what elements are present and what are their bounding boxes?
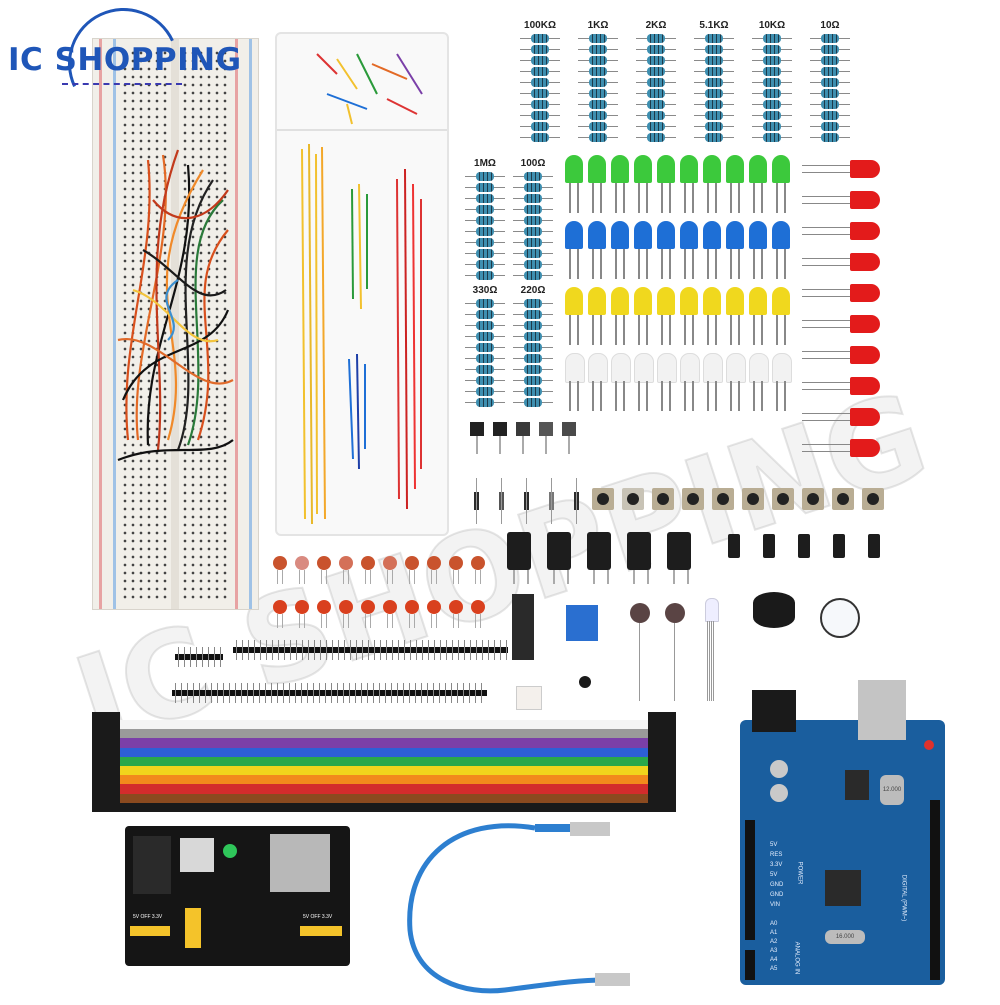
logo-underline — [62, 83, 182, 85]
photoresistor — [630, 603, 650, 623]
resistor-row-top: 100KΩ 1KΩ 2KΩ 5.1KΩ 10KΩ 10Ω — [520, 20, 850, 144]
transistor-row — [470, 422, 576, 454]
active-buzzer — [753, 592, 795, 628]
usb-b-port — [858, 680, 906, 740]
breadboard-power-module: 5V OFF 3.3V 5V OFF 3.3V — [125, 826, 350, 966]
power-rail-blue-right — [249, 39, 252, 609]
resistor-group: 100KΩ — [520, 20, 560, 144]
resistor-group: 5.1KΩ — [694, 20, 734, 144]
pin-header-short — [175, 647, 223, 667]
resistor-value-label: 1MΩ — [474, 158, 496, 169]
led-row-blue — [565, 221, 790, 281]
optocoupler — [516, 686, 542, 710]
resistor-value-label: 5.1KΩ — [699, 20, 729, 31]
rgb-led-leads — [707, 621, 715, 701]
jumper-label-right: 5V OFF 3.3V — [303, 914, 333, 920]
photoresistor — [665, 603, 685, 623]
analog-header — [745, 950, 755, 980]
crystal-12mhz: 12.000 — [880, 775, 904, 805]
voltage-jumper-left — [130, 926, 170, 936]
usb-cable — [395, 820, 635, 1000]
capacitor — [770, 784, 788, 802]
hole-grid-left — [121, 49, 169, 599]
led-row-yellow — [565, 287, 790, 347]
voltage-jumper-right — [300, 926, 342, 936]
dupont-ribbon-cable — [120, 720, 650, 813]
resistor-value-label: 10KΩ — [758, 20, 786, 31]
brand-logo: IC SHOPPING — [8, 42, 242, 78]
power-header — [745, 820, 755, 940]
digital-section-label: DIGITAL (PWM~) — [900, 874, 907, 922]
ribbon-connector-right — [648, 712, 676, 812]
led-row-green — [565, 155, 790, 215]
usb-a-port — [270, 834, 330, 892]
resistor-block-lower: 330Ω 220Ω — [465, 285, 553, 409]
pin-header-long-1 — [233, 640, 508, 660]
center-channel — [171, 39, 179, 609]
resistor-value-label: 100KΩ — [524, 20, 556, 31]
capacitor — [770, 760, 788, 778]
potentiometer — [566, 605, 598, 641]
power-section-label: POWER — [796, 861, 803, 885]
wire-box-top-compartment — [277, 34, 447, 131]
jumper-wire-bundle — [108, 140, 238, 470]
electrolytic-capacitor-row-large — [507, 532, 691, 584]
led-grid — [565, 155, 792, 413]
usb-chip — [845, 770, 869, 800]
resistor-group: 2KΩ — [636, 20, 676, 144]
photoresistor-lead — [639, 623, 640, 701]
dc-jack — [133, 836, 171, 894]
resistor-value-label: 100Ω — [520, 158, 546, 169]
resistor-value-label: 10Ω — [820, 20, 840, 31]
rgb-led — [705, 598, 719, 622]
resistor-group: 10Ω — [810, 20, 850, 144]
wire-box-compartments — [287, 139, 437, 529]
pin-header-long-2 — [172, 683, 487, 703]
microcontroller — [825, 870, 861, 906]
jumper-label-left: 5V OFF 3.3V — [133, 914, 163, 920]
passive-buzzer — [820, 598, 860, 638]
ribbon-connector-left — [92, 712, 120, 812]
resistor-block-upper: 1MΩ 100Ω — [465, 158, 553, 282]
resistor-group: 330Ω — [465, 285, 505, 409]
tactile-button-row — [592, 488, 884, 510]
resistor-value-label: 220Ω — [520, 285, 546, 296]
jumper-block — [185, 908, 201, 948]
thermistor — [579, 676, 591, 688]
resistor-group: 1MΩ — [465, 158, 505, 282]
ic-chip — [512, 594, 534, 660]
resistor-value-label: 330Ω — [472, 285, 498, 296]
electrolytic-capacitor-row-small — [728, 534, 880, 558]
led-row-white — [565, 353, 792, 413]
breadboard — [92, 38, 259, 610]
power-rail-blue — [113, 39, 116, 609]
digital-header — [930, 800, 940, 980]
ceramic-capacitor-row-1 — [273, 556, 485, 584]
resistor-value-label: 2KΩ — [645, 20, 667, 31]
photoresistor-lead — [674, 623, 675, 701]
power-switch — [180, 838, 214, 872]
resistor-group: 220Ω — [513, 285, 553, 409]
analog-section-label: ANALOG IN — [793, 941, 800, 975]
resistor-group: 100Ω — [513, 158, 553, 282]
resistor-group: 1KΩ — [578, 20, 618, 144]
ceramic-capacitor-row-2 — [273, 600, 485, 628]
crystal-16mhz: 16.000 — [825, 930, 865, 944]
resistor-group: 10KΩ — [752, 20, 792, 144]
red-led-column — [802, 160, 882, 470]
power-rail-red — [99, 39, 102, 609]
dc-barrel-jack — [752, 690, 796, 732]
power-led — [223, 844, 237, 858]
reset-button — [924, 740, 934, 750]
jumper-wire-box — [275, 32, 449, 536]
resistor-value-label: 1KΩ — [587, 20, 609, 31]
power-rail-red-right — [235, 39, 238, 609]
diode-row — [474, 478, 579, 524]
